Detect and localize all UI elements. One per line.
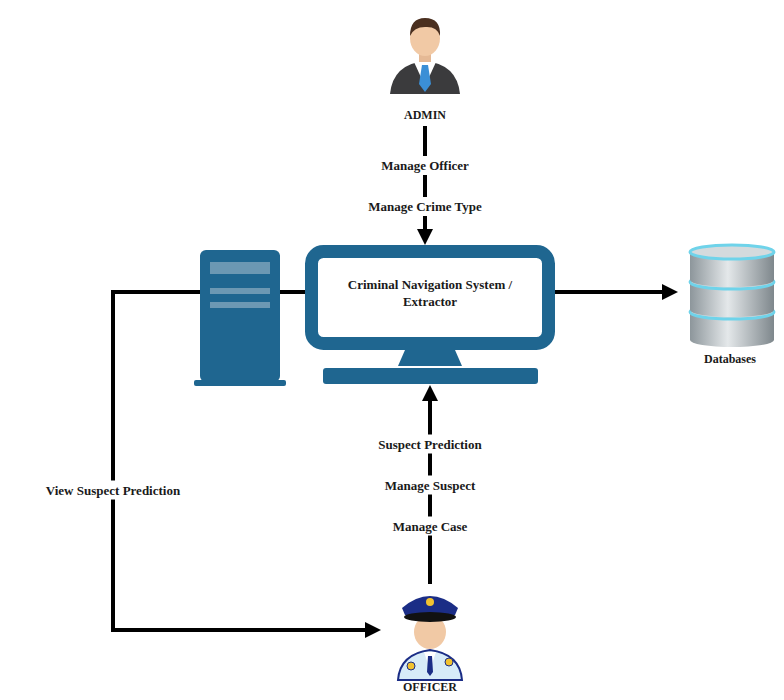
node-label: Databases <box>678 352 782 368</box>
officer-figure <box>398 596 462 680</box>
edge-label: Manage Officer Manage Crime Type <box>364 156 486 216</box>
edge-label: Suspect Prediction Manage Suspect Manage… <box>374 434 485 535</box>
edge-label-box: Manage Officer Manage Crime Type <box>363 145 488 227</box>
node-label: Criminal Navigation System / Extractor <box>321 259 539 329</box>
flow-arrow <box>555 290 670 294</box>
edge-label: View Suspect Prediction <box>42 481 184 500</box>
computer-tower <box>194 250 286 386</box>
admin-figure <box>390 18 460 94</box>
edge-label-box: View Suspect Prediction <box>42 479 184 502</box>
actor-node: OFFICER <box>381 584 479 698</box>
node-label: OFFICER <box>381 680 479 696</box>
edge-label-box: Suspect Prediction Manage Suspect Manage… <box>368 423 493 546</box>
actor-node: ADMIN <box>376 6 474 126</box>
database-node: Databases <box>678 246 782 370</box>
node-label: ADMIN <box>376 108 474 124</box>
system-node: Criminal Navigation System / Extractor <box>305 245 555 385</box>
monitor-figure <box>312 252 549 385</box>
database-figure <box>690 245 774 347</box>
flow-arrow <box>423 126 427 237</box>
